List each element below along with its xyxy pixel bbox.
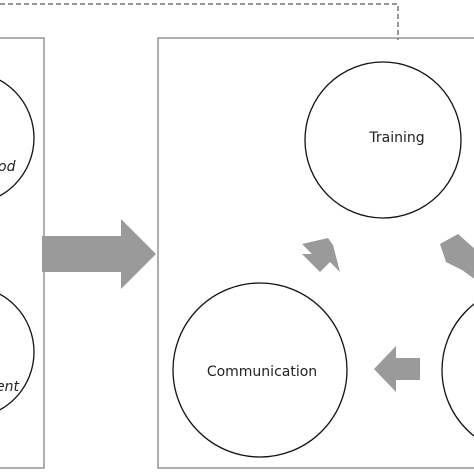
left-top-circle [0,79,35,197]
communication-circle [172,282,348,458]
left-bottom-circle [0,293,35,411]
main-flow-arrow [42,219,156,289]
left-bottom-circle-label: ent [0,379,19,395]
cycle-arrow-to-communication [374,346,420,392]
right-panel [157,37,474,469]
cycle-arrow-to-right-circle [440,234,474,279]
training-circle [304,61,462,219]
bottom-right-circle [441,303,474,437]
cycle-arrow-to-training [302,238,340,272]
training-label: Training [368,130,424,146]
communication-label: Communication [207,364,317,380]
dashed-feedback-connector [0,3,399,40]
left-top-circle-label: od [0,159,16,175]
